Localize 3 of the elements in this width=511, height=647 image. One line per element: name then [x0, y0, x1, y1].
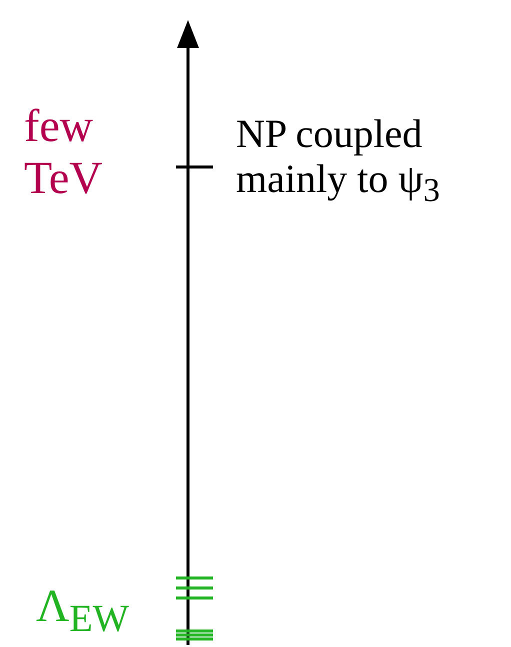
energy-scale-label: few TeV	[24, 100, 104, 204]
energy-scale-label: Λ$_{EW}$	[36, 580, 129, 642]
scale-annotation: NP coupled mainly to ψ$_{3}$	[236, 112, 441, 210]
